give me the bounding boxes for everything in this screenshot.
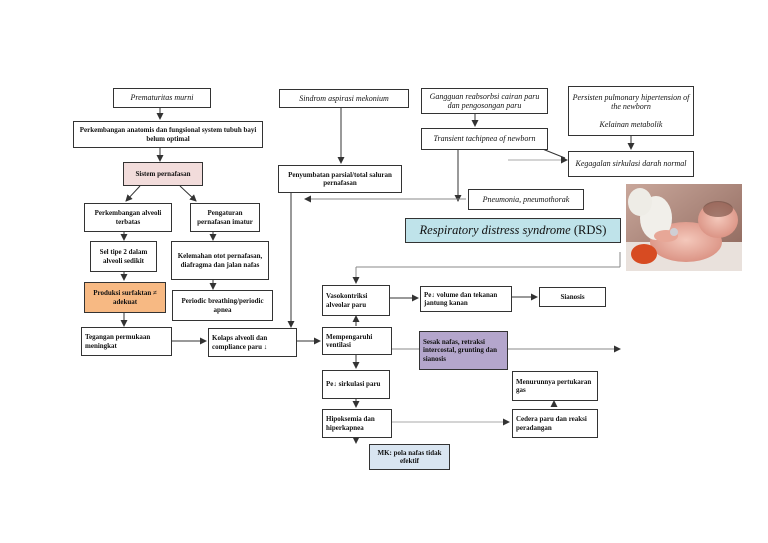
mempengaruhi-node: Mempengaruhi ventilasi (322, 327, 392, 355)
gangguan-reabsorbsi-node: Gangguan reabsorbsi cairan paru dan peng… (421, 88, 548, 114)
menurunnya-gas-node: Menurunnya pertukaran gas (512, 371, 598, 401)
volume-darah-node: Pe↓ volume dan tekanan jantung kanan (420, 286, 512, 312)
sesak-nafas-node: Sesak nafas, retraksi intercostal, grunt… (419, 331, 508, 370)
vasokontriksi-node: Vasokontriksi alveolar paru (322, 285, 390, 316)
sirkulasi-paru-node: Pe↓ sirkulasi paru (322, 370, 390, 399)
mk-pola-nafas-node: MK: pola nafas tidak efektif (369, 444, 450, 470)
perkembangan-anatomis-node: Perkembangan anatomis dan fungsional sys… (73, 121, 263, 148)
hipoksemia-node: Hipoksemia dan hiperkapnea (322, 409, 392, 438)
persisten-pulmonary-node: Persisten pulmonary hipertension of the … (568, 86, 694, 136)
rds-label: Respiratory distress syndrome (419, 223, 571, 238)
newborn-baby-photo (626, 184, 742, 271)
sindrom-aspirasi-node: Sindrom aspirasi mekonium (279, 89, 409, 108)
prematuritas-node: Prematuritas murni (113, 88, 211, 108)
sistem-pernafasan-node: Sistem pernafasan (123, 162, 203, 186)
produksi-surfaktan-node: Produksi surfaktan ≠ adekuat (84, 282, 166, 313)
kolaps-alveoli-node: Kolaps alveoli dan compliance paru ↓ (208, 328, 297, 357)
rds-abbr: (RDS) (570, 223, 607, 238)
rds-node: Respiratory distress syndrome (RDS) (405, 218, 621, 243)
transient-tachipnea-node: Transient tachipnea of newborn (421, 128, 548, 150)
perkembangan-alveoli-node: Perkembangan alveoli terbatas (84, 203, 172, 232)
periodic-breathing-node: Periodic breathing/periodic apnea (172, 290, 273, 321)
tegangan-permukaan-node: Tegangan permukaan meningkat (81, 327, 172, 356)
sel-tipe2-node: Sel tipe 2 dalam alveoli sedikit (90, 241, 157, 272)
kegagalan-sirkulasi-node: Kegagalan sirkulasi darah normal (568, 151, 694, 177)
persisten-pulmonary-label: Persisten pulmonary hipertension of the … (572, 93, 690, 112)
pneumonia-node: Pneumonia, pneumothorak (468, 189, 584, 210)
sianosis-node: Sianosis (539, 287, 606, 307)
pengaturan-pernafasan-node: Pengaturan pernafasan imatur (190, 203, 260, 232)
kelemahan-otot-node: Kelemahan otot pernafasan, diafragma dan… (171, 241, 269, 280)
cedera-paru-node: Cedera paru dan reaksi peradangan (512, 409, 598, 438)
kelainan-metabolik-label: Kelainan metabolik (599, 119, 663, 129)
penyumbatan-node: Penyumbatan parsial/total saluran pernaf… (278, 165, 402, 193)
